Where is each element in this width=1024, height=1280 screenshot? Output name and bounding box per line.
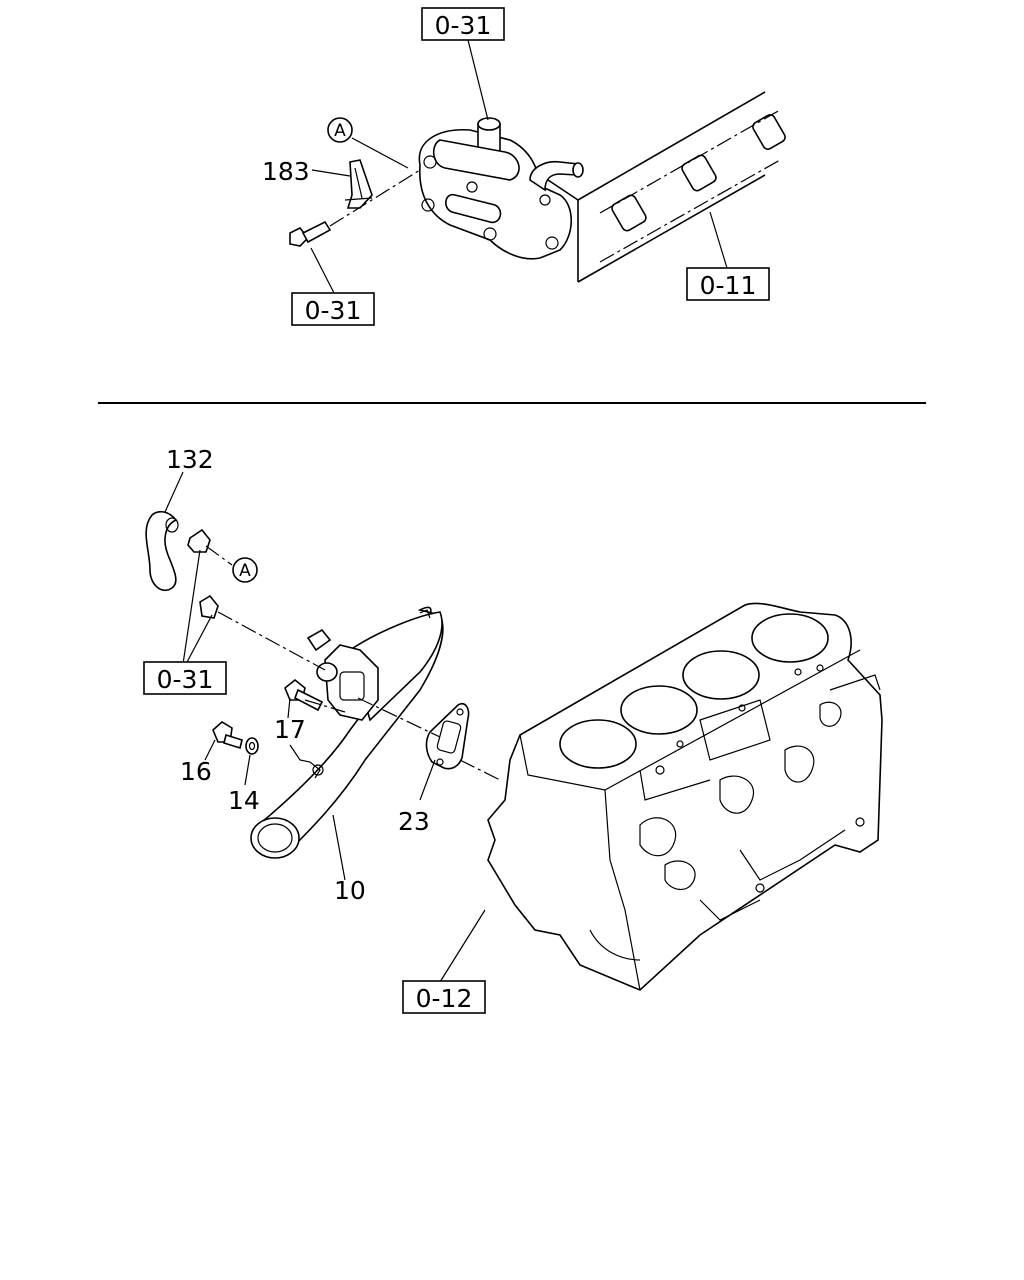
centerline-bolt17 (304, 699, 346, 713)
marker-a-top: A (327, 117, 353, 143)
bracket-183-drawing (344, 159, 373, 209)
centerline-gasket-upper (357, 697, 441, 738)
leader-183 (311, 169, 351, 177)
ref-box-top: 0-31 (421, 7, 505, 41)
part-183-label: 183 (262, 157, 310, 186)
top-section: 0-31 A 183 0-31 0-11 (262, 7, 786, 326)
ref-top-label: 0-31 (435, 11, 492, 40)
leader-ref-fittings-a (182, 549, 201, 665)
marker-a-bottom: A (232, 557, 258, 583)
bolt-17-drawing (284, 678, 324, 712)
bottom-section: 132 A 0-31 17 16 14 23 10 0-12 (143, 445, 883, 1014)
ref-block-label: 0-12 (416, 984, 473, 1013)
ref-box-head: 0-11 (686, 267, 770, 301)
cylinder-block-drawing (487, 602, 883, 991)
centerline-gasket-lower (459, 759, 501, 781)
part-132-label: 132 (166, 445, 214, 474)
marker-a-bottom-letter: A (239, 561, 251, 581)
leader-marker-a-top (351, 137, 409, 169)
leader-ref-block (439, 909, 486, 983)
leader-ref-bolt (310, 247, 335, 294)
ref-bolt-label: 0-31 (305, 296, 362, 325)
centerline-fitting (217, 611, 326, 671)
leader-14 (244, 754, 251, 786)
bolt-top-drawing (289, 220, 332, 247)
ref-box-fittings: 0-31 (143, 661, 227, 695)
leader-ref-head (709, 211, 728, 269)
leader-ref-top (467, 39, 489, 121)
part-17-label: 17 (274, 715, 306, 744)
ref-head-label: 0-11 (700, 271, 757, 300)
part-10-label: 10 (334, 876, 366, 905)
thermostat-housing-drawing (418, 117, 584, 260)
leader-10 (332, 814, 346, 881)
leader-132 (164, 471, 184, 513)
top-centerline (329, 169, 421, 227)
part-23-label: 23 (398, 807, 430, 836)
leader-ref-fittings-b (185, 614, 213, 665)
centerline-marker (205, 545, 233, 566)
leader-23 (419, 759, 436, 801)
marker-a-top-letter: A (334, 121, 346, 141)
bolt-16-drawing (212, 721, 243, 750)
ref-box-bolt: 0-31 (291, 292, 375, 326)
leader-17 (287, 697, 291, 719)
cylinder-head-drawing (547, 91, 786, 283)
ref-fittings-label: 0-31 (157, 665, 214, 694)
washer-14-drawing (245, 737, 259, 755)
fitting-lower-drawing (199, 594, 219, 619)
hose-132-drawing (145, 510, 179, 592)
fitting-upper-drawing (187, 528, 211, 553)
water-pipe-10-drawing (250, 606, 444, 859)
gasket-23-drawing (425, 702, 470, 770)
part-14-label: 14 (228, 786, 260, 815)
part-16-label: 16 (180, 757, 212, 786)
leader-16 (204, 739, 216, 761)
ref-box-block: 0-12 (402, 980, 486, 1014)
